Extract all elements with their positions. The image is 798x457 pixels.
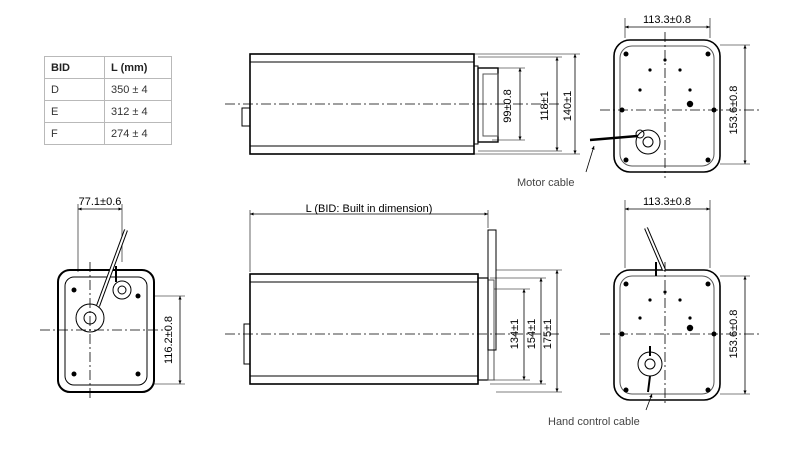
- bottom-side-view: [225, 210, 562, 393]
- top-end-view: [589, 18, 760, 178]
- top-end-bolts: [619, 51, 717, 163]
- length-cell: 350 ± 4: [104, 78, 172, 101]
- dim-bottom-end-width: 113.3±0.8: [643, 196, 691, 208]
- length-cell: 274 ± 4: [104, 122, 172, 145]
- table-row: F 274 ± 4: [44, 122, 172, 145]
- motor-cable-leader: [585, 145, 595, 173]
- dim-bottom-175: 175±1: [542, 319, 554, 350]
- dim-bottom-left-width: 77.1±0.6: [79, 196, 122, 208]
- dim-bottom-left-height: 116.2±0.8: [163, 316, 175, 364]
- dim-bottom-side-length: L (BID: Built in dimension): [306, 203, 433, 215]
- bottom-end-view: [600, 200, 760, 406]
- dim-top-end-width: 113.3±0.8: [643, 14, 691, 26]
- dim-top-end-height: 153.6±0.8: [728, 86, 740, 135]
- hand-control-cable-label: Hand control cable: [548, 416, 640, 428]
- length-header: L (mm): [104, 56, 172, 79]
- dim-bottom-end-height: 153.6±0.8: [728, 310, 740, 359]
- dim-top-118: 118±1: [539, 91, 551, 121]
- dim-bottom-154: 154±1: [526, 319, 538, 350]
- bottom-left-end-view: [40, 204, 185, 398]
- bid-table: BID L (mm) D 350 ± 4 E 312 ± 4 F 274 ± 4: [44, 56, 172, 145]
- bid-cell: D: [44, 78, 105, 101]
- table-row: E 312 ± 4: [44, 100, 172, 123]
- dim-top-140: 140±1: [562, 91, 574, 122]
- table-row: D 350 ± 4: [44, 78, 172, 101]
- bid-table-header: BID L (mm): [44, 56, 172, 79]
- hand-control-cable-leader: [645, 393, 653, 411]
- bid-cell: F: [44, 122, 105, 145]
- dim-top-99: 99±0.8: [502, 89, 514, 123]
- dim-bottom-134: 134±1: [509, 319, 521, 350]
- bid-cell: E: [44, 100, 105, 123]
- top-side-view: [225, 53, 580, 155]
- bottom-left-bolts: [71, 287, 141, 377]
- bid-header: BID: [44, 56, 105, 79]
- motor-cable-label: Motor cable: [517, 177, 575, 189]
- length-cell: 312 ± 4: [104, 100, 172, 123]
- bottom-end-bolts: [619, 281, 717, 393]
